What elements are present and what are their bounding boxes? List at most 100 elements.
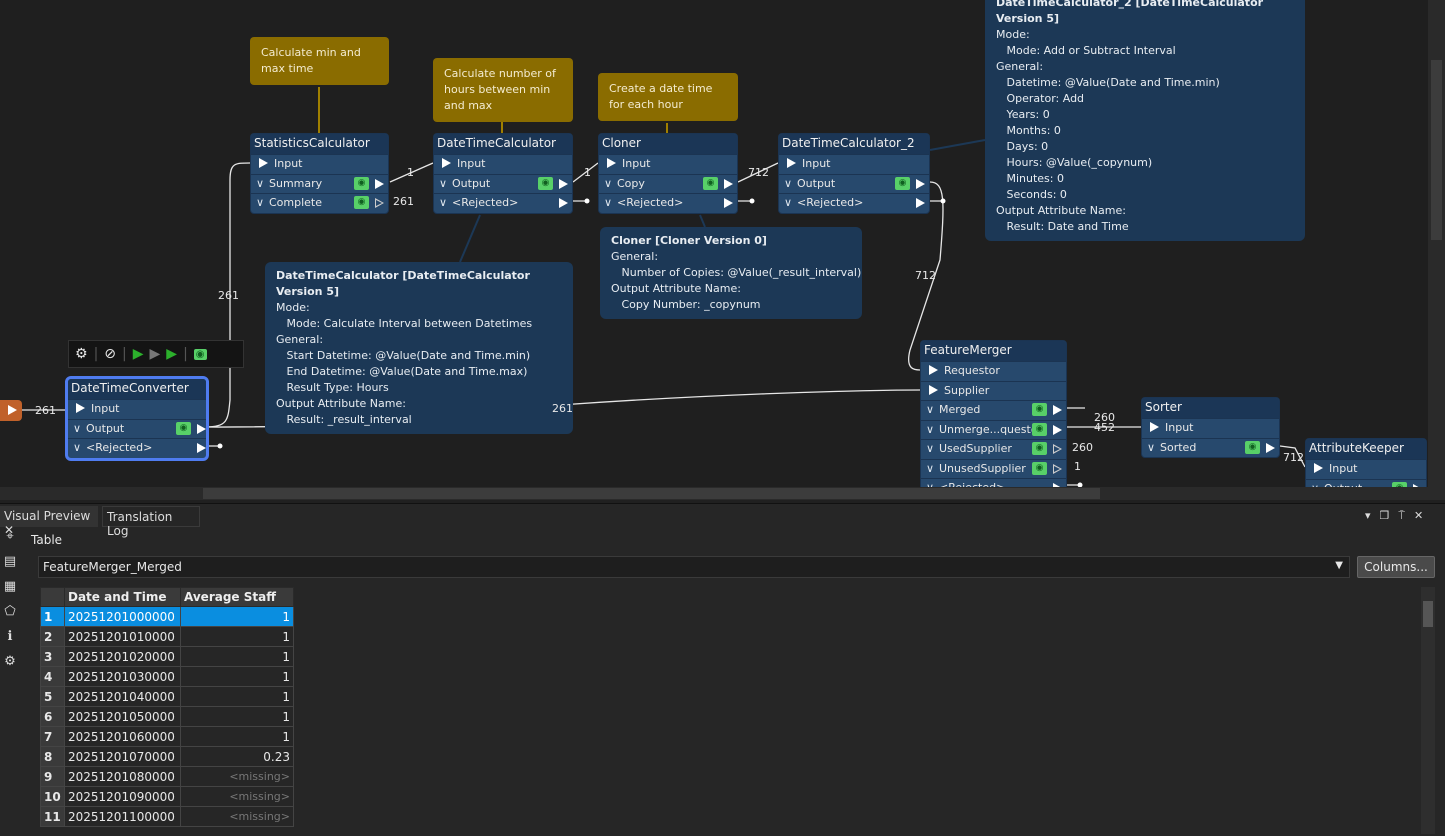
table-vertical-scrollbar[interactable] (1421, 587, 1435, 834)
feature-cache-eye-icon[interactable]: ◉ (1245, 440, 1260, 454)
output-port[interactable]: ∨Unmerge...questor◉ (921, 419, 1066, 440)
select-icon[interactable]: ⌖ (6, 529, 14, 544)
cell-average-staff[interactable]: <missing> (180, 806, 294, 827)
cell-date-time[interactable]: 20251201070000 (64, 746, 181, 767)
geometry-icon[interactable]: ⬠ (4, 604, 16, 619)
disable-icon[interactable]: ⊘ (104, 346, 117, 362)
row-number[interactable]: 8 (40, 746, 65, 767)
cell-date-time[interactable]: 20251201010000 (64, 626, 181, 647)
cell-average-staff[interactable]: 1 (180, 706, 294, 727)
cell-average-staff[interactable]: 1 (180, 686, 294, 707)
row-number[interactable]: 11 (40, 806, 65, 827)
cell-average-staff[interactable]: <missing> (180, 786, 294, 807)
feature-cache-eye-icon[interactable]: ◉ (1032, 422, 1047, 436)
feature-cache-eye-icon[interactable]: ◉ (1392, 481, 1407, 487)
tab-translation-log[interactable]: Translation Log (102, 506, 200, 538)
gear-icon[interactable]: ⚙ (75, 346, 88, 362)
cell-date-time[interactable]: 20251201050000 (64, 706, 181, 727)
input-port[interactable]: Input (434, 154, 572, 174)
input-port[interactable]: Supplier (921, 380, 1066, 401)
feature-cache-eye-icon[interactable]: ◉ (354, 196, 369, 209)
input-port[interactable]: Input (1142, 418, 1279, 438)
output-port[interactable]: ∨UsedSupplier◉ (921, 439, 1066, 459)
output-port[interactable]: ∨Complete◉ (251, 193, 388, 213)
display-control-icon[interactable]: ▤ (3, 554, 17, 569)
annotation[interactable]: Create a date time for each hour (598, 73, 738, 121)
close-panel-icon[interactable]: ✕ (1414, 509, 1433, 522)
cell-average-staff[interactable]: 1 (180, 726, 294, 747)
run-just-this-icon[interactable]: ▶ (149, 346, 161, 362)
row-number[interactable]: 1 (40, 606, 65, 627)
pin-icon[interactable]: ⍑ (1398, 509, 1415, 522)
output-port[interactable]: ∨Summary◉ (251, 173, 388, 194)
output-port[interactable]: ∨UnusedSupplier◉ (921, 458, 1066, 479)
input-port[interactable]: Input (251, 154, 388, 174)
row-number[interactable]: 9 (40, 766, 65, 787)
cell-date-time[interactable]: 20251201030000 (64, 666, 181, 687)
feature-cache-eye-icon[interactable]: ◉ (176, 421, 191, 435)
output-port[interactable]: ∨<Rejected> (779, 193, 929, 213)
feature-cache-eye-icon[interactable]: ◉ (1032, 461, 1047, 475)
cell-average-staff[interactable]: 1 (180, 666, 294, 687)
row-number[interactable]: 2 (40, 626, 65, 647)
row-number[interactable]: 6 (40, 706, 65, 727)
feature-cache-eye-icon[interactable]: ◉ (1032, 403, 1047, 416)
canvas-horizontal-scrollbar[interactable] (0, 487, 1445, 500)
row-number[interactable]: 3 (40, 646, 65, 667)
cell-date-time[interactable]: 20251201040000 (64, 686, 181, 707)
cell-date-time[interactable]: 20251201000000 (64, 606, 181, 627)
feature-cache-eye-icon[interactable]: ◉ (193, 348, 207, 360)
annotation[interactable]: Calculate number of hours between min an… (433, 58, 573, 122)
row-number[interactable]: 5 (40, 686, 65, 707)
close-icon[interactable]: ✕ (4, 523, 15, 537)
feature-cache-eye-icon[interactable]: ◉ (1032, 442, 1047, 455)
feature-cache-eye-icon[interactable]: ◉ (538, 176, 553, 190)
cell-average-staff[interactable]: 1 (180, 646, 294, 667)
tab-visual-preview[interactable]: Visual Preview ✕ (0, 506, 98, 537)
feature-cache-eye-icon[interactable]: ◉ (354, 176, 369, 190)
output-port[interactable]: ∨Output◉ (779, 173, 929, 194)
column-header[interactable]: Date and Time (64, 587, 181, 607)
output-port[interactable]: ∨<Rejected> (599, 193, 737, 213)
cell-date-time[interactable]: 20251201020000 (64, 646, 181, 667)
output-port[interactable]: ∨<Rejected> (434, 193, 572, 213)
settings-icon[interactable]: ⚙ (4, 654, 16, 669)
output-port[interactable]: ∨Output◉ (434, 173, 572, 194)
column-header[interactable]: Average Staff (180, 587, 294, 607)
canvas-vertical-scrollbar[interactable] (1428, 0, 1445, 487)
feature-info-icon[interactable]: ℹ (7, 629, 13, 644)
feature-cache-eye-icon[interactable]: ◉ (895, 176, 910, 190)
output-port[interactable]: ∨Merged◉ (921, 400, 1066, 420)
run-from-this-icon[interactable]: ▶ (166, 346, 178, 362)
input-port[interactable]: Input (68, 399, 206, 419)
reader-output-port[interactable] (0, 400, 22, 421)
output-port[interactable]: ∨Copy◉ (599, 173, 737, 194)
input-port[interactable]: Requestor (921, 361, 1066, 381)
input-port[interactable]: Input (779, 154, 929, 174)
cell-date-time[interactable]: 20251201100000 (64, 806, 181, 827)
output-port[interactable]: ∨Output◉ (68, 418, 206, 439)
output-port[interactable]: ∨<Rejected> (68, 438, 206, 458)
cell-average-staff[interactable]: 1 (180, 626, 294, 647)
cell-date-time[interactable]: 20251201080000 (64, 766, 181, 787)
cell-average-staff[interactable]: <missing> (180, 766, 294, 787)
row-number[interactable]: 4 (40, 666, 65, 687)
input-port[interactable]: Input (1306, 459, 1426, 479)
